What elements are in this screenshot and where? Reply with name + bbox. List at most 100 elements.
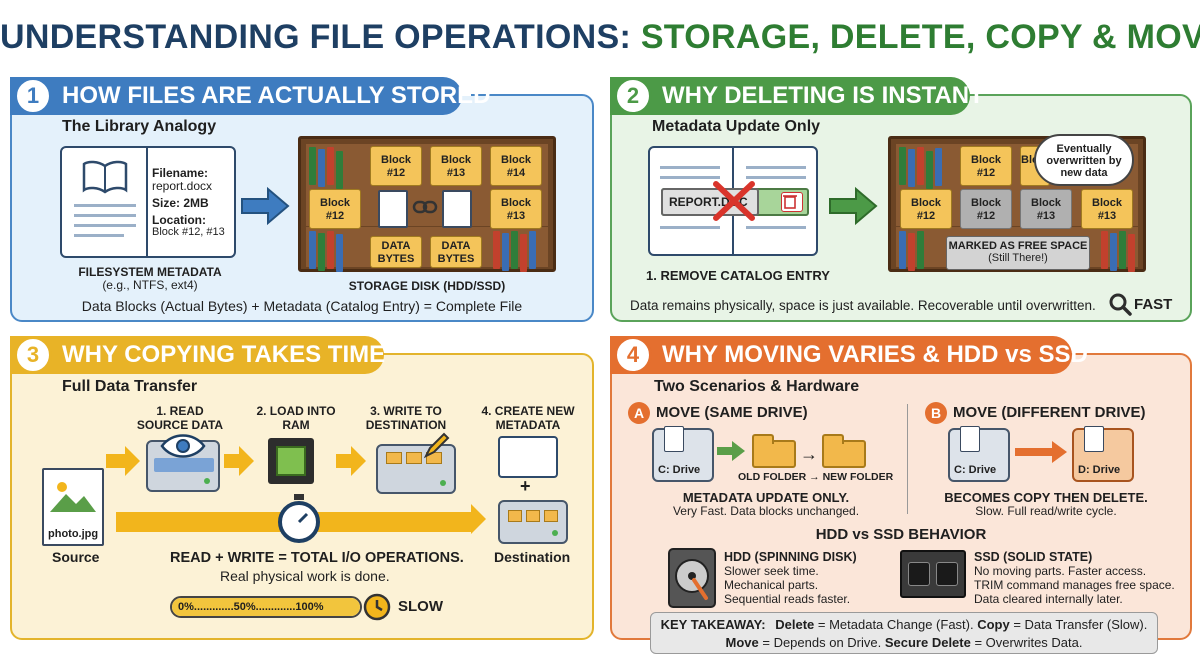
badge-a: A [628,402,650,424]
flow-arrow [336,446,366,476]
document-icon [442,190,472,228]
metadata-sublabel: (e.g., NTFS, ext4) [102,278,198,292]
block-12-mid: Block #12 [900,189,952,229]
hdd-title: HDD (SPINNING DISK) [724,550,857,564]
panel-3-number: 3 [14,336,52,374]
data-bytes-1: DATA BYTES [370,236,422,268]
book-location: Block #12, #13 [152,226,225,238]
source-label: Source [52,549,100,565]
book-size: Size: 2MB [152,196,209,210]
read-drive [146,440,220,492]
title-part-storage: UNDERSTANDING FILE OPERATIONS: [0,18,641,56]
free-space-label: MARKED AS FREE SPACE (Still There!) [946,236,1090,270]
hdd-line-2: Mechanical parts. [724,578,819,592]
panel-2-caption: Data remains physically, space is just a… [630,298,1096,313]
panel-2-number: 2 [614,77,652,115]
takeaway-secure-text: = Overwrites Data. [970,635,1083,650]
data-bytes-2: DATA BYTES [430,236,482,268]
move-different-text: Slow. Full read/write cycle. [975,504,1117,518]
key-takeaway-box: KEY TAKEAWAY: Delete = Metadata Change (… [650,612,1158,654]
block-12-top: Block #12 [370,146,422,186]
library-catalog-book [60,146,236,258]
ssd-line-2: TRIM command manages free space. [974,578,1175,592]
panel-4-number: 4 [614,336,652,374]
book-location-label: Location: [152,213,206,227]
ssd-line-3: Data cleared internally later. [974,592,1123,606]
d-drive-label: D: Drive [1078,464,1121,476]
arrow-right-icon [717,441,745,461]
block-13-mid: Block #13 [1081,189,1133,229]
document-icon [378,190,408,228]
takeaway-secure: Secure Delete [884,635,971,650]
remove-entry-label: 1. REMOVE CATALOG ENTRY [646,268,830,283]
move-different-title: MOVE (DIFFERENT DRIVE) [953,404,1146,421]
delete-x-icon [713,181,755,221]
free-block-12: Block #12 [960,189,1012,229]
takeaway-move: Move [725,635,759,650]
write-drive [376,444,456,494]
takeaway-copy-text: = Data Transfer (Slow). [1009,617,1148,632]
takeaway-delete: Delete [775,617,815,632]
block-12-top: Block #12 [960,146,1012,186]
destination-drive [498,500,568,544]
hdd-line-3: Sequential reads faster. [724,592,851,606]
panel-3-subtitle: Full Data Transfer [62,378,198,395]
takeaway-move-text: = Depends on Drive. [758,635,885,650]
panel-4-header: WHY MOVING VARIES & HDD vs SSD [610,336,1088,374]
new-folder-icon [822,434,866,468]
c-drive-label: C: Drive [658,464,701,476]
clock-icon [363,593,391,621]
still-there-text: (Still There!) [988,252,1048,264]
panel-1-caption: Data Blocks (Actual Bytes) + Metadata (C… [81,298,523,314]
io-operations-sub: Real physical work is done. [220,568,390,584]
folder-move-arrow: → [800,444,818,464]
move-same-bold: METADATA UPDATE ONLY. [682,490,850,505]
copy-progress-bar: 0%.............50%.............100% [170,596,362,618]
flow-arrow [106,446,140,476]
destination-label: Destination [494,549,571,565]
panel-4-subtitle: Two Scenarios & Hardware [654,378,860,395]
copy-progress-fill [172,598,360,616]
ssd-icon [900,550,966,598]
plus-sign: + [520,476,531,496]
book-filename: report.docx [152,179,213,193]
photo-file-name: photo.jpg [48,528,99,540]
fast-label: FAST [1134,296,1173,313]
photo-file-icon: photo.jpg [42,468,104,546]
page-title: UNDERSTANDING FILE OPERATIONS: STORAGE, … [0,6,1200,68]
panel-2-header: WHY DELETING IS INSTANT [610,77,984,115]
catalog-entry-strip: REPORT.DOC [661,188,809,216]
arrow-right-icon [241,186,290,226]
badge-b: B [925,402,947,424]
trash-icon [783,195,797,209]
ram-chip-icon [268,438,314,484]
block-12-mid: Block #12 [309,189,361,229]
c-drive-icon: C: Drive [652,426,714,482]
step-load: 2. LOAD INTO RAM [256,404,336,432]
old-folder-icon [752,434,796,468]
d-drive-icon: D: Drive [1072,426,1134,482]
stopwatch-icon [278,494,320,543]
eye-icon [160,434,206,458]
book-filename-label: Filename: [152,166,209,180]
panel-1-number: 1 [14,77,52,115]
free-block-13: Block #13 [1020,189,1072,229]
block-14-top: Block #14 [490,146,542,186]
io-operations-text: READ + WRITE = TOTAL I/O OPERATIONS. [170,550,464,566]
progress-scale-text: 0%.............50%.............100% [178,601,324,613]
panel-1-header: HOW FILES ARE ACTUALLY STORED [10,77,490,115]
link-icon [412,200,438,214]
storage-disk-label: STORAGE DISK (HDD/SSD) [348,279,506,293]
takeaway-copy: Copy [977,617,1010,632]
ssd-line-1: No moving parts. Faster access. [974,564,1147,578]
flow-arrow [224,446,254,476]
metadata-label: FILESYSTEM METADATA [78,265,222,279]
hdd-line-1: Slower seek time. [724,564,819,578]
block-13-top: Block #13 [430,146,482,186]
folder-move-text: OLD FOLDER → NEW FOLDER [738,471,894,483]
ssd-title: SSD (SOLID STATE) [974,550,1093,564]
panel-3-header: WHY COPYING TAKES TIME [10,336,385,374]
title-part-operations: STORAGE, DELETE, COPY & MOVE [640,18,1200,56]
magnifier-icon [1109,293,1132,316]
slow-label: SLOW [398,598,443,615]
